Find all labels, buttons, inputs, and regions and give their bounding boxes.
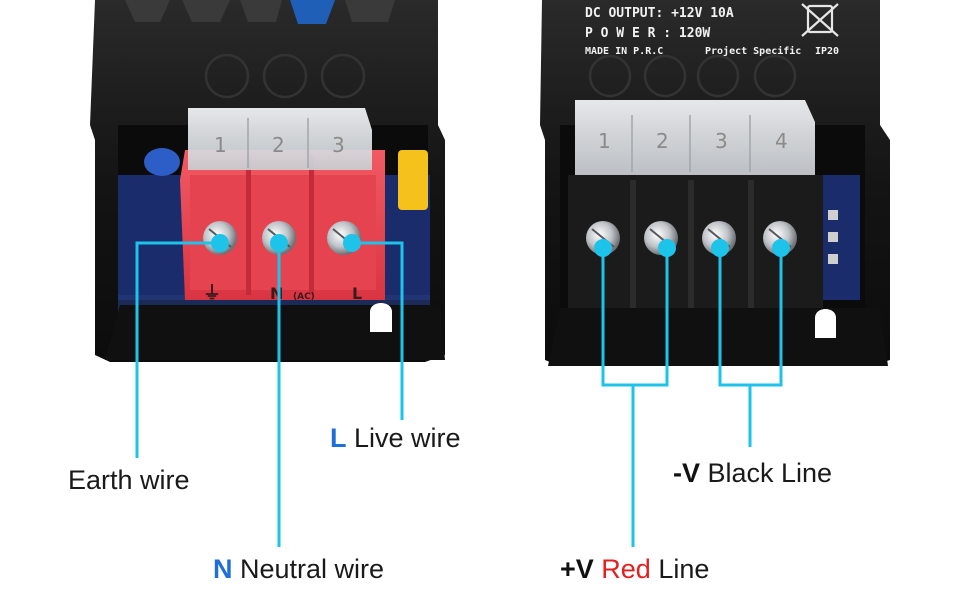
- earth-callout-line: [135, 241, 220, 458]
- live-prefix: L: [330, 423, 347, 453]
- positive-line-text: Line: [650, 554, 710, 584]
- positive-line-label: +V Red Line: [560, 554, 709, 585]
- positive-prefix: +V: [560, 554, 602, 584]
- cover-number: 1: [598, 129, 611, 153]
- cover-number: 1: [214, 133, 227, 157]
- cover-number: 3: [332, 133, 345, 157]
- negative-prefix: -V: [673, 458, 700, 488]
- case-print-rating: IP20: [815, 46, 839, 57]
- live-wire-text: Live wire: [346, 423, 461, 453]
- neutral-mark: N: [270, 284, 283, 303]
- callout-dots: [211, 234, 790, 257]
- ac-mark: (AC): [293, 292, 315, 302]
- case-print-power: P O W E R : 120W: [585, 26, 710, 41]
- case-print-project: Project Specific: [705, 45, 801, 57]
- earth-wire-label: Earth wire: [68, 465, 190, 496]
- case-print-made: MADE IN P.R.C: [585, 46, 663, 57]
- earth-mark: ⏚: [203, 283, 221, 304]
- neutral-wire-label: N Neutral wire: [213, 554, 384, 585]
- negative-line-label: -V Black Line: [673, 458, 832, 489]
- right-psu: [540, 0, 890, 366]
- live-callout-line: [352, 241, 404, 420]
- left-psu: [90, 0, 445, 362]
- right-cover-numbers: 1 2 3 4: [598, 129, 788, 153]
- case-print-dc-output: DC OUTPUT: +12V 10A: [585, 6, 734, 21]
- live-wire-label: L Live wire: [330, 423, 461, 454]
- callout-lines: [135, 241, 783, 547]
- positive-callout-line: [601, 245, 669, 387]
- positive-red-word: Red: [601, 554, 651, 584]
- cover-number: 2: [272, 133, 285, 157]
- left-cover-numbers: 1 2 3: [214, 133, 345, 157]
- earth-wire-text: Earth wire: [68, 465, 190, 495]
- cover-number: 3: [715, 129, 728, 153]
- live-mark: L: [352, 284, 362, 303]
- cover-number: 4: [775, 129, 788, 153]
- neutral-prefix: N: [213, 554, 233, 584]
- neutral-wire-text: Neutral wire: [232, 554, 385, 584]
- case-print: DC OUTPUT: +12V 10A P O W E R : 120W MAD…: [585, 6, 839, 57]
- negative-line-text: Black Line: [700, 458, 833, 488]
- cover-number: 2: [656, 129, 669, 153]
